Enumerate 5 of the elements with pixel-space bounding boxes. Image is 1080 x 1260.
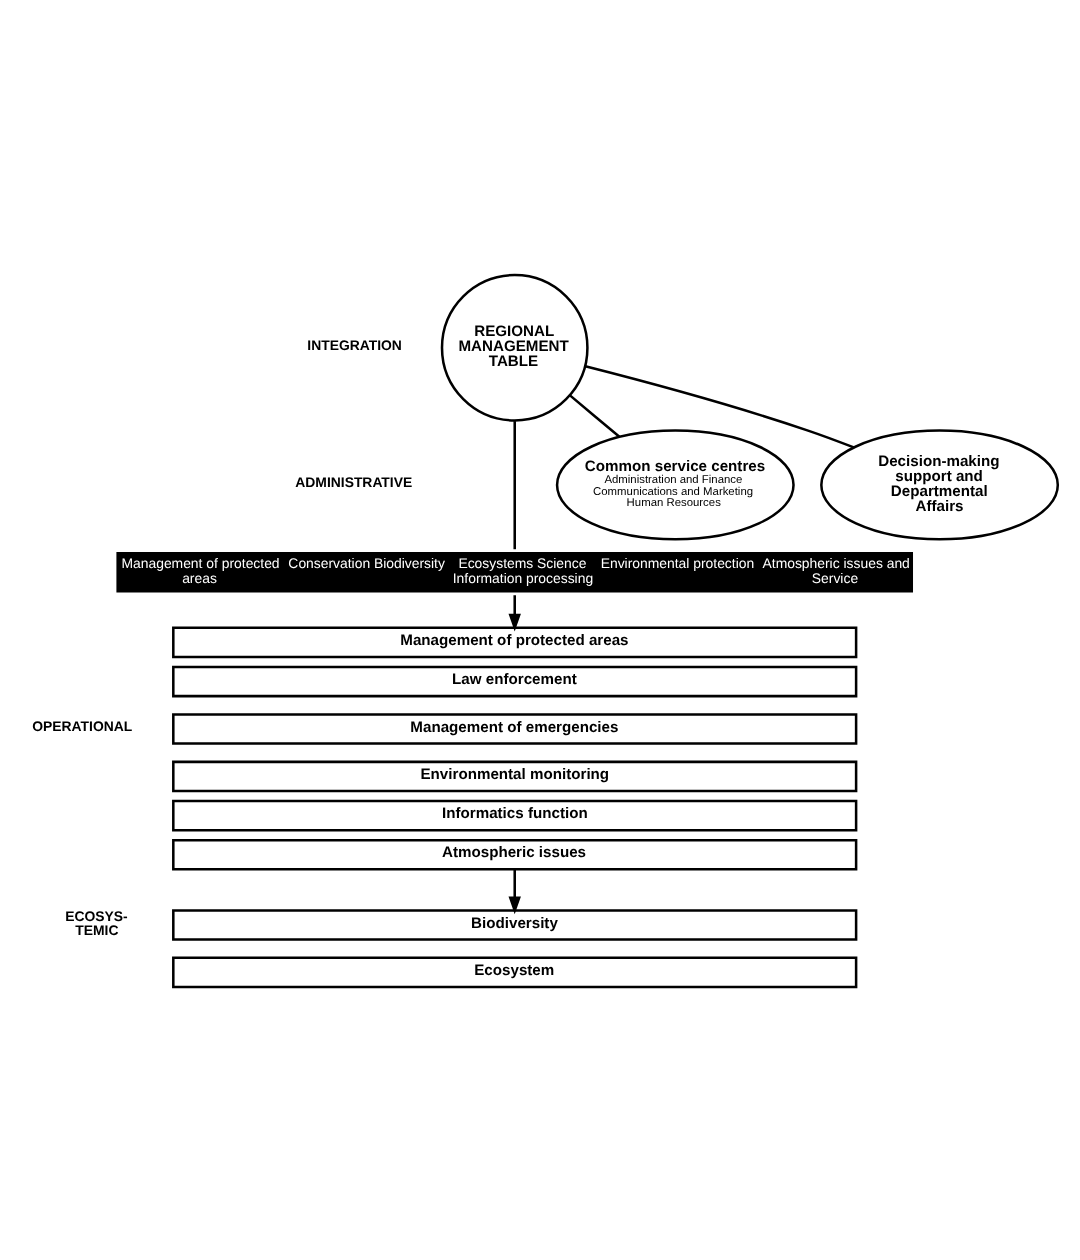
connector xyxy=(585,364,855,448)
connector xyxy=(513,420,516,549)
connector xyxy=(569,393,621,437)
arrow xyxy=(508,594,521,631)
arrow xyxy=(508,868,521,914)
